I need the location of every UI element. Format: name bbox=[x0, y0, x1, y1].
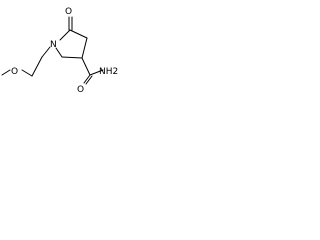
atom-carbonyl-o: O bbox=[65, 7, 72, 17]
molecule-drawing: O N O O NH2 bbox=[1, 7, 118, 95]
bond-n-c5 bbox=[59, 29, 71, 41]
bond-c4-c3 bbox=[81, 37, 88, 59]
bond-camide-o-double-b bbox=[85, 75, 93, 85]
bond-c5-c4 bbox=[69, 29, 88, 39]
atom-amide-o: O bbox=[77, 85, 84, 95]
bond-ch2-ch2 bbox=[31, 56, 43, 77]
atom-amide-nh2: NH2 bbox=[99, 67, 118, 77]
bond-c2-n bbox=[55, 47, 63, 58]
bond-camide-o-double-a bbox=[83, 74, 91, 84]
bond-c3-c2 bbox=[61, 56, 83, 59]
structure-canvas: O N O O NH2 bbox=[0, 0, 118, 95]
bond-ch2-n bbox=[41, 46, 51, 58]
atom-ring-n: N bbox=[50, 40, 57, 50]
bond-c3-camide bbox=[81, 57, 91, 76]
bond-o-ch2 bbox=[21, 69, 33, 77]
bond-ch3-o bbox=[1, 69, 11, 76]
bond-camide-nh2 bbox=[89, 69, 104, 76]
atom-methoxy-o: O bbox=[11, 67, 18, 77]
